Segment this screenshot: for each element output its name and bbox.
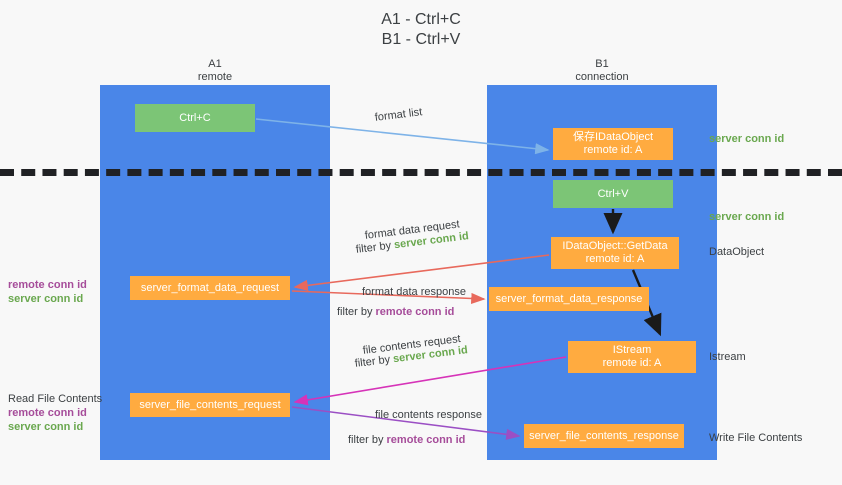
side-label-remote-conn-id-2: remote conn id xyxy=(8,407,87,419)
node-server-file-contents-response-label: server_file_contents_response xyxy=(529,429,679,442)
filter-by-prefix: filter by xyxy=(348,434,387,446)
node-server-format-data-request[interactable]: server_format_data_request xyxy=(130,276,290,300)
node-idataobject-getdata[interactable]: IDataObject::GetData remote id: A xyxy=(551,237,679,269)
node-ctrl-v[interactable]: Ctrl+V xyxy=(553,180,673,208)
node-server-format-data-response[interactable]: server_format_data_response xyxy=(489,287,649,311)
column-a1-name: A1 xyxy=(208,58,222,70)
side-label-dataobject: DataObject xyxy=(709,246,765,258)
node-ctrl-c[interactable]: Ctrl+C xyxy=(135,104,255,132)
edge-label-format-data-response-filter: filter by remote conn id xyxy=(337,305,454,319)
dashed-separator-line xyxy=(0,169,842,176)
column-a1-subtitle: remote xyxy=(197,71,233,83)
side-label-remote-conn-id-1: remote conn id xyxy=(8,279,87,291)
side-label-server-conn-id-2: server conn id xyxy=(709,211,785,223)
node-server-format-data-request-label: server_format_data_request xyxy=(140,281,280,294)
node-server-file-contents-request-label: server_file_contents_request xyxy=(139,398,281,411)
title-line-2: B1 - Ctrl+V xyxy=(381,31,461,48)
edge-label-format-data-response: format data response xyxy=(362,285,466,299)
side-label-istream: Istream xyxy=(709,351,746,363)
edge-label-format-list-text: format list xyxy=(374,106,423,124)
node-save-idataobject[interactable]: 保存IDataObject remote id: A xyxy=(553,128,673,160)
node-save-idataobject-line1: 保存IDataObject xyxy=(572,131,654,143)
edge-label-file-contents-response: file contents response xyxy=(375,408,482,422)
filter-value-remote-conn-id: remote conn id xyxy=(375,306,455,318)
side-label-conn-ids-1: remote conn id server conn id xyxy=(8,278,87,306)
edge-label-format-list: format list xyxy=(374,105,423,125)
page-title: A1 - Ctrl+C B1 - Ctrl+V xyxy=(0,10,842,50)
side-label-server-conn-id-3: server conn id xyxy=(8,293,84,305)
node-server-file-contents-response[interactable]: server_file_contents_response xyxy=(524,424,684,448)
column-b1-name: B1 xyxy=(595,58,609,70)
node-istream-line2: remote id: A xyxy=(602,357,662,369)
node-istream-line1: IStream xyxy=(612,344,652,356)
node-ctrl-c-label: Ctrl+C xyxy=(179,111,211,124)
edge-label-file-contents-response-filter: filter by remote conn id xyxy=(348,433,465,447)
column-b1-subtitle: connection xyxy=(575,71,629,83)
edge-label-file-contents-response-text: file contents response xyxy=(375,409,483,421)
filter-by-prefix: filter by xyxy=(337,306,376,318)
node-ctrl-v-label: Ctrl+V xyxy=(597,187,629,200)
side-label-read-file-contents: Read File Contents xyxy=(8,393,103,405)
node-server-format-data-response-label: server_format_data_response xyxy=(495,292,643,305)
filter-value-remote-conn-id: remote conn id xyxy=(386,434,466,446)
side-label-server-conn-id-1: server conn id xyxy=(709,133,785,145)
column-header-b1: B1 connection xyxy=(487,58,717,84)
node-getdata-line2: remote id: A xyxy=(585,253,645,265)
side-label-server-conn-id-4: server conn id xyxy=(8,421,84,433)
side-label-write-file-contents: Write File Contents xyxy=(709,432,803,444)
side-label-read-file-contents-group: Read File Contents remote conn id server… xyxy=(8,392,102,434)
filter-by-prefix: filter by xyxy=(355,239,395,256)
column-header-a1: A1 remote xyxy=(100,58,330,84)
filter-by-prefix: filter by xyxy=(354,353,394,370)
node-save-idataobject-line2: remote id: A xyxy=(583,144,643,156)
node-istream[interactable]: IStream remote id: A xyxy=(568,341,696,373)
node-getdata-line1: IDataObject::GetData xyxy=(562,240,668,252)
edge-label-format-data-response-text: format data response xyxy=(362,286,466,298)
title-line-1: A1 - Ctrl+C xyxy=(381,11,461,28)
node-server-file-contents-request[interactable]: server_file_contents_request xyxy=(130,393,290,417)
